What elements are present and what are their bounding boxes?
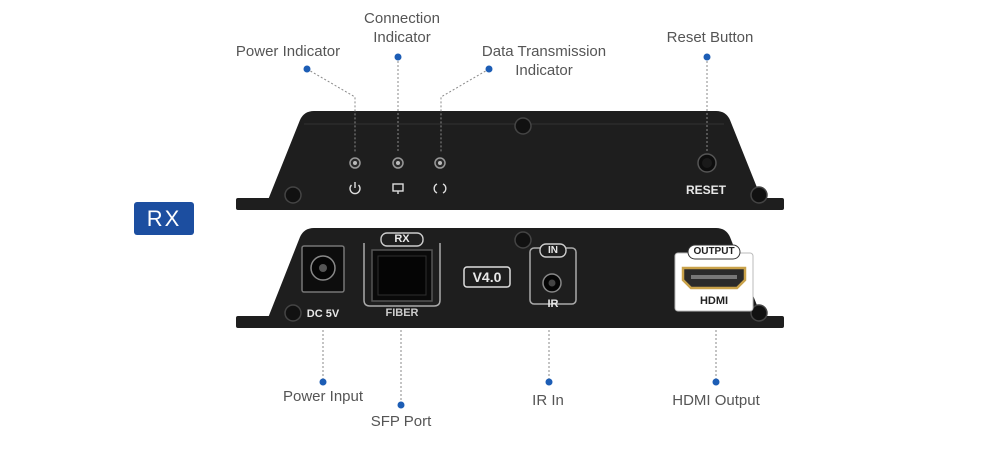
leader-lines (306, 57, 717, 404)
callout-sfp-port: SFP Port (370, 413, 432, 430)
front-panel (236, 111, 784, 210)
dc-label: DC 5V (306, 308, 340, 320)
ir-label: IR (547, 298, 559, 310)
hdmi-port (674, 244, 754, 312)
monitor-icon (392, 183, 404, 194)
version-label: V4.0 (472, 269, 502, 285)
hdmi-output-label: OUTPUT (693, 246, 735, 257)
connection-led (392, 157, 404, 169)
callout-data-tx-1: Data Transmission (481, 43, 607, 60)
rear-panel (236, 228, 784, 328)
data-led (434, 157, 446, 169)
callout-connection-indicator-1: Connection (364, 10, 440, 27)
sfp-port (363, 232, 441, 307)
reset-label: RESET (685, 183, 726, 197)
callout-ir-in: IR In (532, 392, 564, 409)
callout-power-indicator: Power Indicator (235, 43, 341, 60)
hdmi-label: HDMI (699, 295, 729, 307)
power-led (349, 157, 361, 169)
rx-badge: RX (134, 202, 194, 235)
power-icon (349, 182, 361, 195)
callout-reset-button: Reset Button (666, 29, 754, 46)
callout-power-input: Power Input (282, 388, 364, 405)
sfp-rx-label: RX (394, 233, 410, 245)
version-badge (463, 266, 511, 288)
sync-icon (433, 183, 447, 194)
callout-hdmi-output: HDMI Output (672, 392, 760, 409)
callout-connection-indicator-2: Indicator (373, 29, 431, 46)
ir-jack (529, 243, 577, 305)
ir-in-label: IN (548, 245, 558, 256)
dc-jack (301, 245, 345, 293)
reset-button (697, 153, 717, 173)
fiber-label: FIBER (385, 307, 419, 319)
callout-data-tx-2: Indicator (515, 62, 573, 79)
leader-dots (303, 53, 720, 409)
